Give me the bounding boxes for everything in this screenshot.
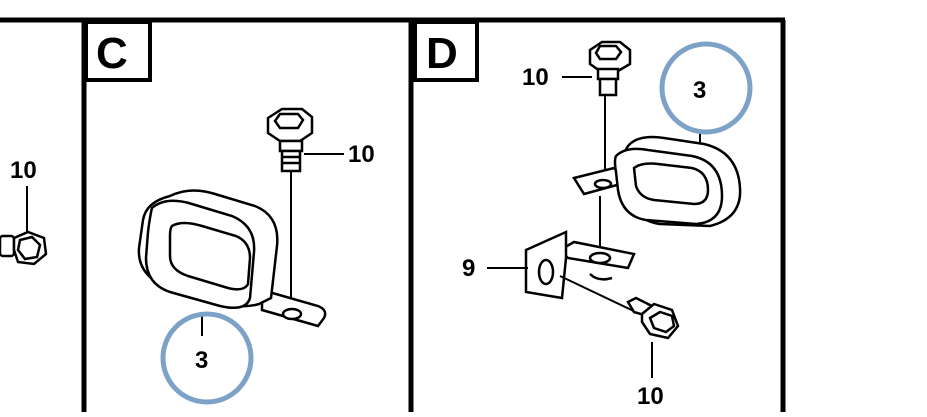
callout-label-3: 3 xyxy=(195,347,208,374)
bolt-icon xyxy=(588,40,632,97)
callout-label-9: 9 xyxy=(462,255,475,282)
bolt-icon xyxy=(626,296,680,340)
callout-label-10: 10 xyxy=(348,141,375,168)
bracket-icon xyxy=(524,230,636,300)
callout-label-3: 3 xyxy=(693,77,706,104)
panel-letter-c: C xyxy=(96,29,128,78)
callout-label-10: 10 xyxy=(522,64,549,91)
panel-d: D 10 3 9 xyxy=(413,20,753,410)
panel-letter-box xyxy=(413,20,479,82)
panel-letter-box xyxy=(84,20,152,82)
bolt-icon xyxy=(266,107,314,173)
highlight-circle xyxy=(659,41,753,135)
panel-letter-d: D xyxy=(426,29,458,78)
callout-label-10: 10 xyxy=(10,157,37,184)
bolt-icon xyxy=(0,230,48,266)
clamp-icon xyxy=(137,189,327,328)
highlight-circle xyxy=(160,311,254,405)
panel-c: C 10 3 xyxy=(84,20,375,405)
panel-partial: 10 xyxy=(0,157,48,266)
callout-label-10: 10 xyxy=(637,383,664,410)
bolt-axis-line xyxy=(559,275,641,315)
clamp-icon xyxy=(572,135,742,228)
